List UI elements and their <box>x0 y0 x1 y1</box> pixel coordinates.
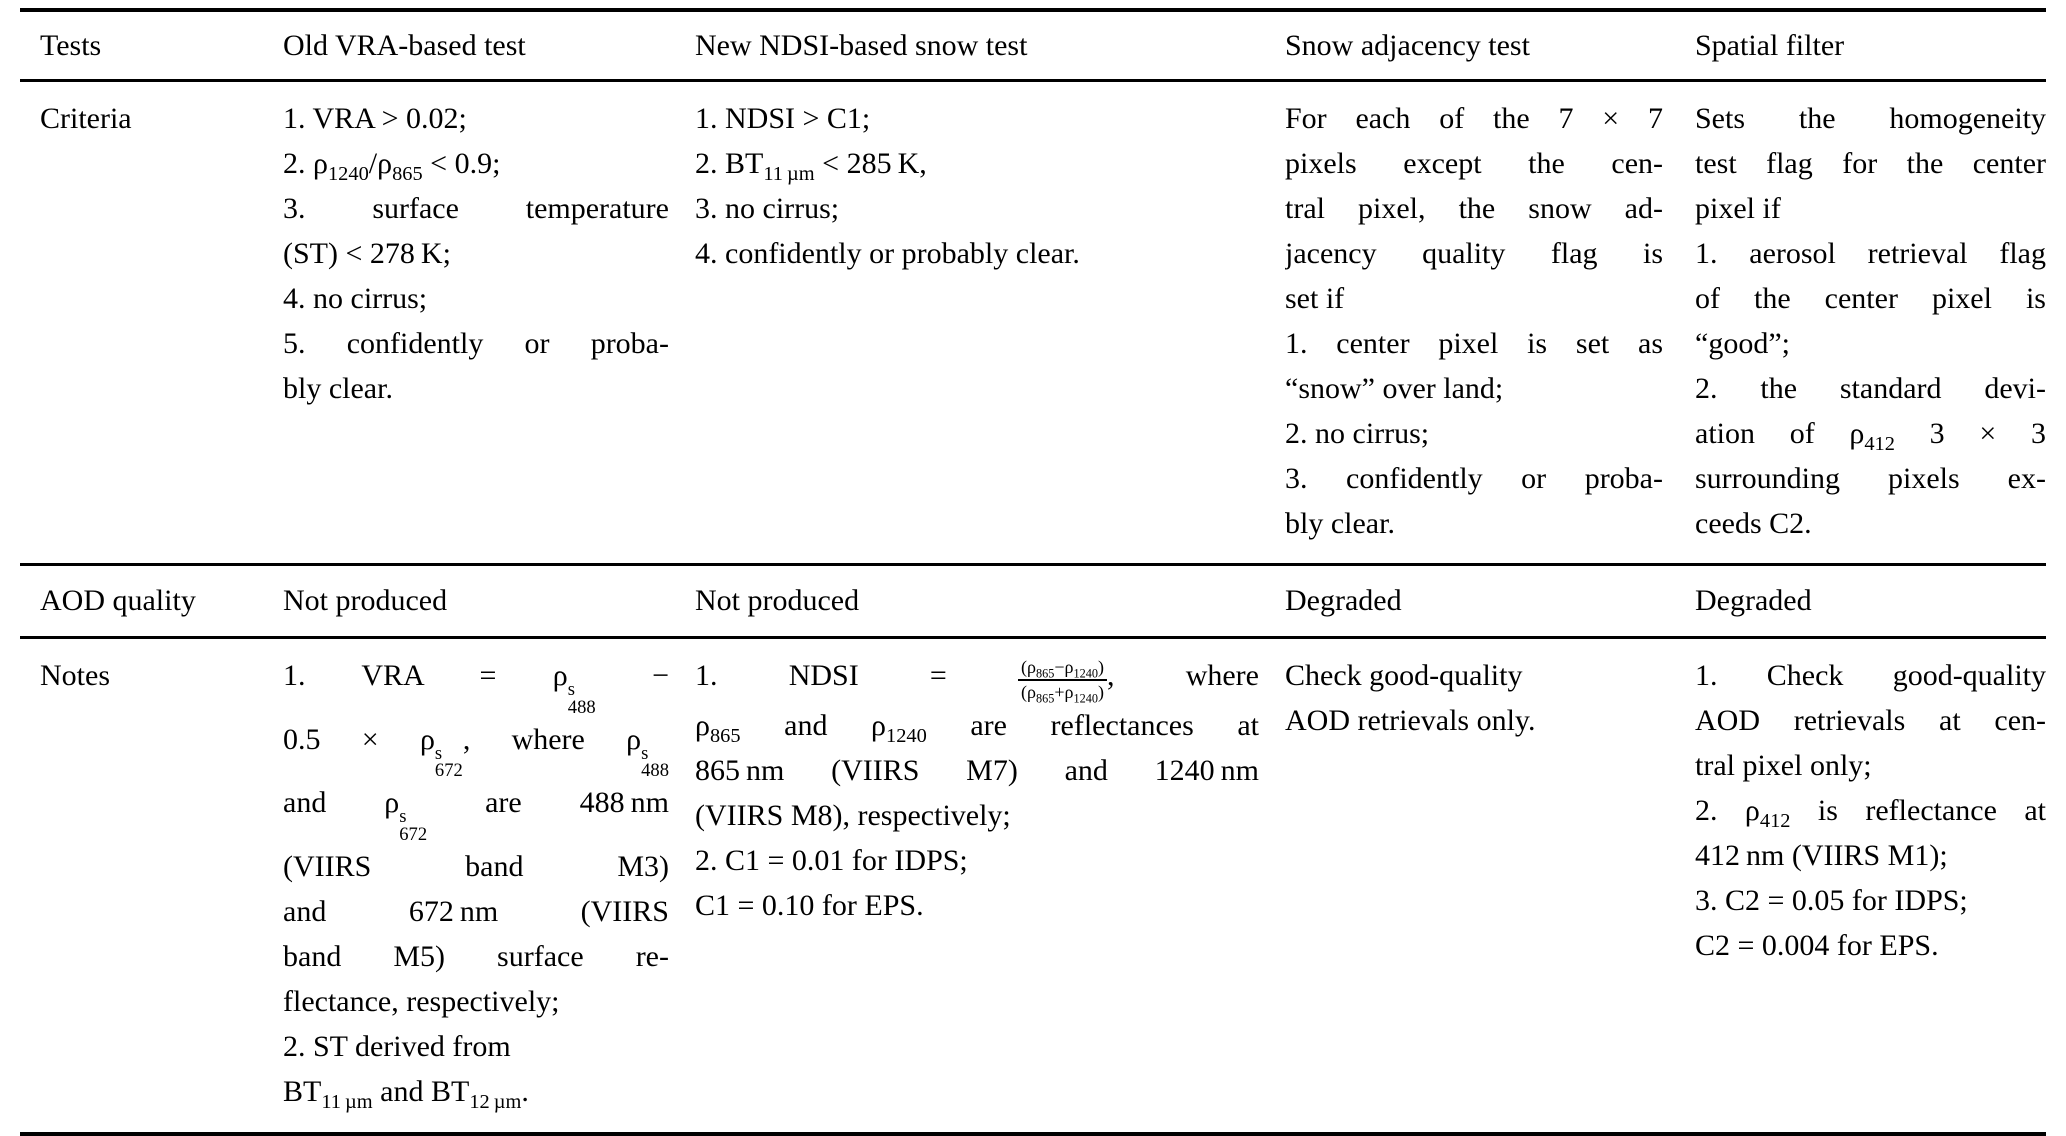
table-header-row: Tests Old VRA-based test New NDSI-based … <box>20 12 2046 79</box>
table-bottom-rule <box>20 1131 2046 1136</box>
cell-criteria-ndsi-test: 1. NDSI > C1;2. BT11 µm < 285 K,3. no ci… <box>695 102 1080 270</box>
cell-criteria-old-vra-test: 1. VRA > 0.02;2. ρ1240/ρ865 < 0.9;3. sur… <box>283 102 669 405</box>
column-header-tests: Tests <box>40 28 102 62</box>
cell-aod-old-vra-test: Not produced <box>283 584 448 617</box>
cell-aod-snow-adjacency: Degraded <box>1285 584 1402 617</box>
column-header-ndsi-test: New NDSI-based snow test <box>695 28 1028 62</box>
row-label-criteria: Criteria <box>40 102 132 135</box>
table-row-aod-quality: AOD quality Not produced Not produced De… <box>20 566 2046 636</box>
row-label-notes: Notes <box>40 659 110 692</box>
column-header-spatial-filter: Spatial filter <box>1695 28 1845 62</box>
table-row-criteria: Criteria 1. VRA > 0.02;2. ρ1240/ρ865 < 0… <box>20 82 2046 563</box>
column-header-snow-adjacency: Snow adjacency test <box>1285 28 1530 62</box>
row-label-aod-quality: AOD quality <box>40 584 196 617</box>
cell-aod-spatial-filter: Degraded <box>1695 584 1812 617</box>
column-header-old-vra-test: Old VRA-based test <box>283 28 526 62</box>
cell-aod-ndsi-test: Not produced <box>695 584 860 617</box>
aod-notes-separator-rule <box>20 636 2046 639</box>
table-top-rule <box>20 8 2046 12</box>
header-separator-rule <box>20 79 2046 82</box>
criteria-aod-separator-rule <box>20 563 2046 566</box>
cell-notes-ndsi-test: 1. NDSI = (ρ865−ρ1240)(ρ865+ρ1240), wher… <box>695 657 1259 923</box>
